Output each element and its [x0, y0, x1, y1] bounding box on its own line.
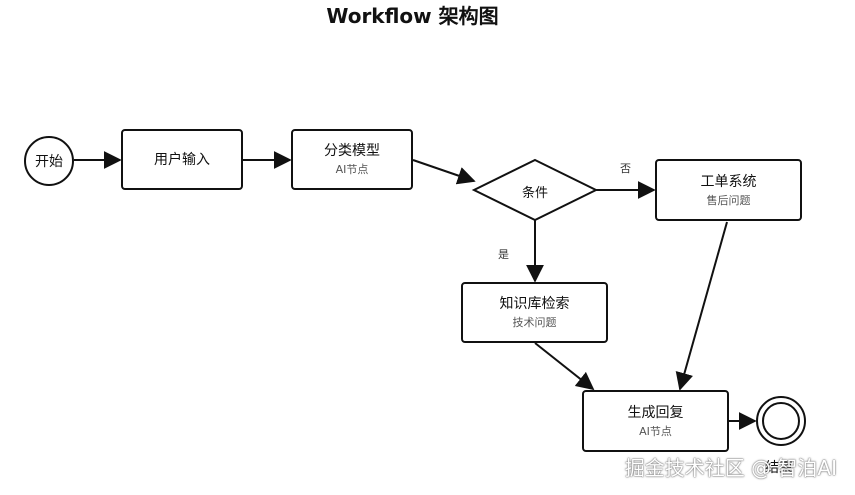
user-input-label: 用户输入	[154, 151, 210, 168]
reply-sub: AI节点	[639, 424, 672, 438]
edge-ticket-to-reply	[675, 221, 728, 391]
ticket-label: 工单系统	[700, 173, 757, 190]
kb-node: 知识库检索 技术问题	[461, 282, 608, 343]
user-input-node: 用户输入	[121, 129, 243, 190]
edge-kb-to-reply	[534, 342, 595, 391]
end-label: 结束	[765, 460, 793, 476]
edge-classify-to-condition	[412, 159, 476, 185]
edge-label-no: 否	[620, 162, 631, 175]
condition-label: 条件	[521, 186, 548, 201]
diagram-title: Workflow 架构图	[326, 4, 499, 28]
classify-label: 分类模型	[324, 143, 380, 159]
ticket-node: 工单系统 售后问题	[655, 159, 802, 221]
classify-node: 分类模型 AI节点	[291, 129, 413, 190]
edge-label-yes: 是	[498, 248, 509, 261]
classify-sub: AI节点	[335, 163, 369, 176]
ticket-sub: 售后问题	[706, 193, 751, 207]
kb-sub: 技术问题	[512, 316, 557, 329]
end-node	[756, 396, 806, 446]
reply-node: 生成回复 AI节点	[582, 390, 729, 452]
end-inner-ring	[762, 402, 800, 440]
watermark-text: 掘金技术社区 @ 智泊AI	[624, 456, 837, 480]
reply-label: 生成回复	[627, 404, 684, 421]
kb-label: 知识库检索	[499, 296, 570, 312]
start-node: 开始	[24, 136, 74, 186]
start-label: 开始	[35, 154, 63, 170]
